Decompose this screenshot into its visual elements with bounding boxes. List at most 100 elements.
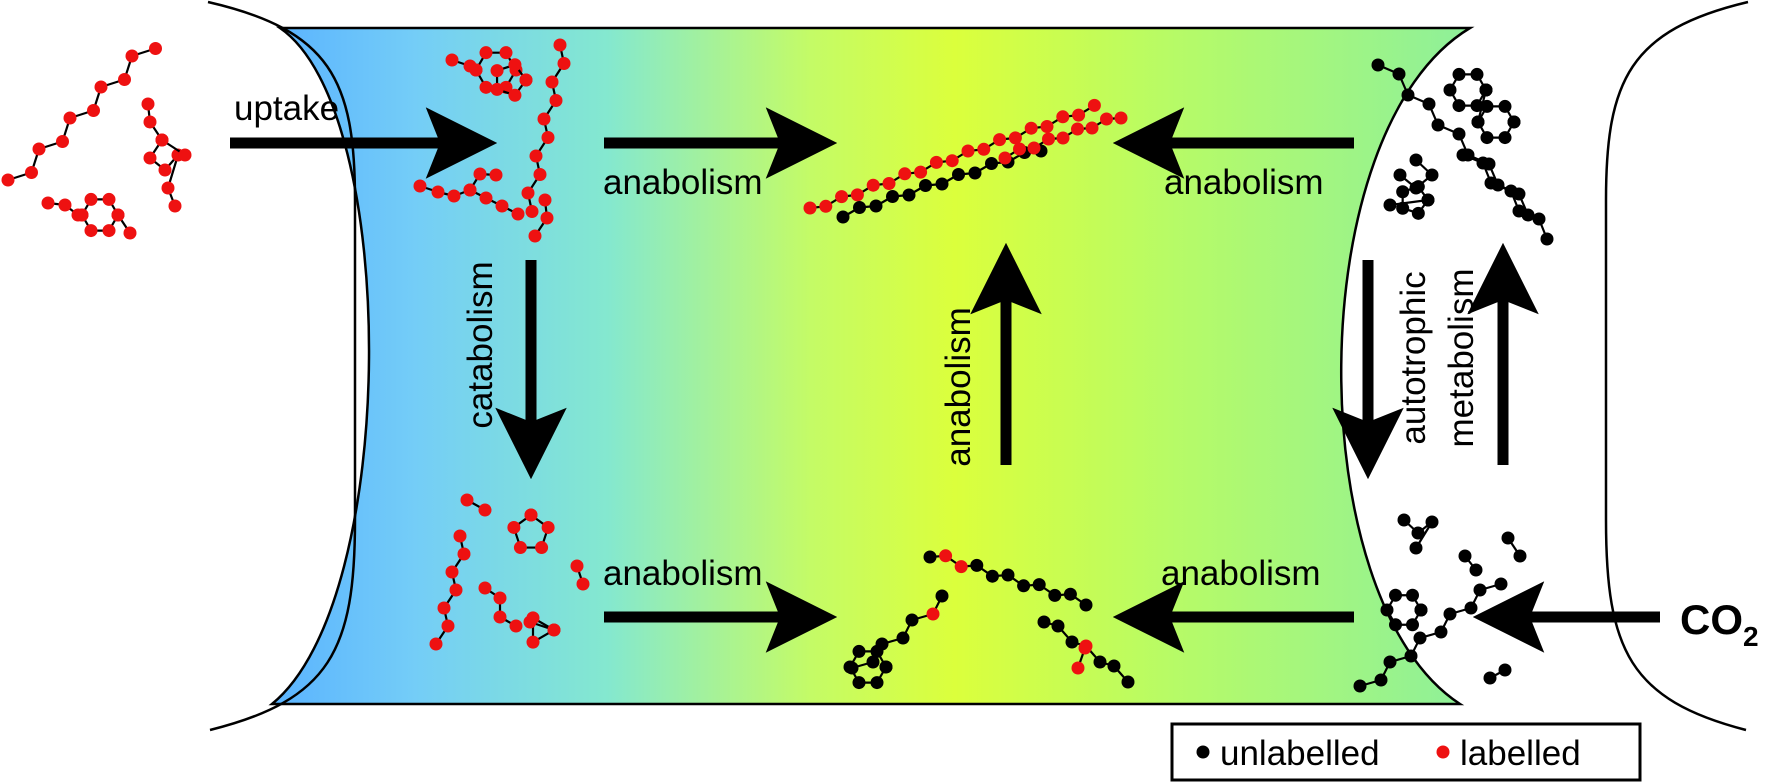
atom bbox=[149, 42, 162, 55]
tl-ring2 bbox=[490, 58, 533, 102]
atom bbox=[1494, 577, 1508, 591]
atom bbox=[453, 529, 467, 543]
atom bbox=[102, 192, 116, 206]
atom bbox=[1389, 618, 1402, 632]
atom bbox=[489, 168, 503, 182]
atom bbox=[535, 541, 549, 555]
outside-branched bbox=[141, 97, 185, 213]
atom bbox=[441, 619, 455, 633]
tr-bridge bbox=[1471, 83, 1493, 129]
atom bbox=[853, 201, 866, 214]
atom bbox=[929, 155, 943, 169]
cell-body bbox=[268, 26, 1475, 706]
atom bbox=[1501, 531, 1515, 545]
atom bbox=[1114, 111, 1128, 125]
legend: unlabelled labelled bbox=[1170, 722, 1642, 782]
atom bbox=[479, 46, 493, 60]
autotrophic-label-line2: metabolism bbox=[1442, 269, 1481, 448]
atom bbox=[118, 73, 131, 86]
atom bbox=[123, 226, 137, 240]
atom bbox=[961, 144, 975, 158]
atom bbox=[431, 185, 445, 199]
atom bbox=[1401, 88, 1415, 102]
atom bbox=[509, 619, 523, 633]
legend-box bbox=[1170, 722, 1642, 782]
atom bbox=[429, 637, 443, 651]
atom bbox=[939, 549, 953, 563]
atom bbox=[445, 53, 459, 67]
atom bbox=[1071, 661, 1085, 675]
atom bbox=[1473, 583, 1487, 597]
atom bbox=[75, 208, 89, 222]
atom bbox=[41, 196, 55, 210]
atom bbox=[1056, 110, 1070, 124]
bc-ring bbox=[843, 644, 893, 690]
atom bbox=[1409, 153, 1423, 167]
atom bbox=[1078, 641, 1092, 655]
atom bbox=[870, 644, 884, 658]
atom bbox=[1393, 168, 1407, 182]
atom bbox=[521, 186, 535, 200]
atom bbox=[1001, 568, 1015, 582]
bc-side bbox=[1071, 641, 1092, 675]
atom bbox=[143, 151, 157, 165]
co2-subscript: 2 bbox=[1743, 621, 1759, 652]
outside-ring-tail bbox=[111, 208, 137, 240]
atom bbox=[437, 601, 451, 615]
bc-chain-top bbox=[923, 549, 1093, 612]
atom bbox=[1353, 679, 1367, 693]
cell-wall-left bbox=[207, 0, 357, 732]
anabolism-label-bottom-left: anabolism bbox=[603, 554, 763, 593]
anabolism-label-top-right: anabolism bbox=[1164, 163, 1324, 202]
atom bbox=[526, 611, 540, 625]
atom bbox=[493, 610, 507, 624]
tc-labelled-chain bbox=[803, 98, 1101, 215]
atom bbox=[570, 559, 584, 573]
atom bbox=[102, 224, 116, 238]
atom bbox=[1464, 601, 1478, 615]
atom bbox=[541, 520, 555, 534]
atom bbox=[533, 168, 547, 181]
atom bbox=[447, 189, 461, 203]
atom bbox=[445, 565, 459, 579]
atom bbox=[1107, 659, 1121, 673]
bl-ring bbox=[507, 508, 555, 555]
atom bbox=[914, 165, 928, 179]
atom bbox=[493, 591, 507, 605]
atom bbox=[1013, 142, 1026, 156]
atom bbox=[1431, 118, 1445, 132]
br-chain-diag bbox=[1353, 577, 1508, 693]
atom bbox=[1079, 598, 1093, 612]
atom bbox=[1498, 663, 1512, 677]
atom bbox=[1507, 115, 1521, 129]
atom bbox=[1396, 201, 1410, 215]
atom bbox=[1065, 635, 1079, 649]
atom bbox=[111, 208, 125, 222]
atom bbox=[1071, 122, 1084, 136]
atom bbox=[511, 207, 525, 221]
atom bbox=[1476, 156, 1490, 170]
atom bbox=[1032, 578, 1046, 592]
atom bbox=[898, 167, 912, 181]
atom bbox=[1452, 99, 1466, 113]
atom bbox=[1121, 675, 1135, 689]
atom bbox=[155, 133, 169, 147]
anabolism-label-center: anabolism bbox=[939, 307, 978, 467]
atom bbox=[869, 199, 883, 213]
anabolism-label-top-left: anabolism bbox=[603, 163, 763, 202]
atom bbox=[529, 149, 543, 163]
atom bbox=[576, 577, 590, 591]
atom bbox=[836, 210, 850, 224]
autotrophic-label-line1: autotrophic bbox=[1394, 271, 1433, 444]
atom bbox=[495, 199, 509, 213]
atom bbox=[1072, 108, 1086, 122]
atom bbox=[490, 82, 504, 96]
atom bbox=[1056, 131, 1070, 145]
catabolism-label: catabolism bbox=[461, 261, 500, 428]
atom bbox=[161, 181, 175, 195]
atom bbox=[1, 173, 15, 187]
atom bbox=[63, 111, 77, 125]
atom bbox=[499, 46, 513, 60]
anabolism-label-bottom-right: anabolism bbox=[1161, 554, 1321, 593]
